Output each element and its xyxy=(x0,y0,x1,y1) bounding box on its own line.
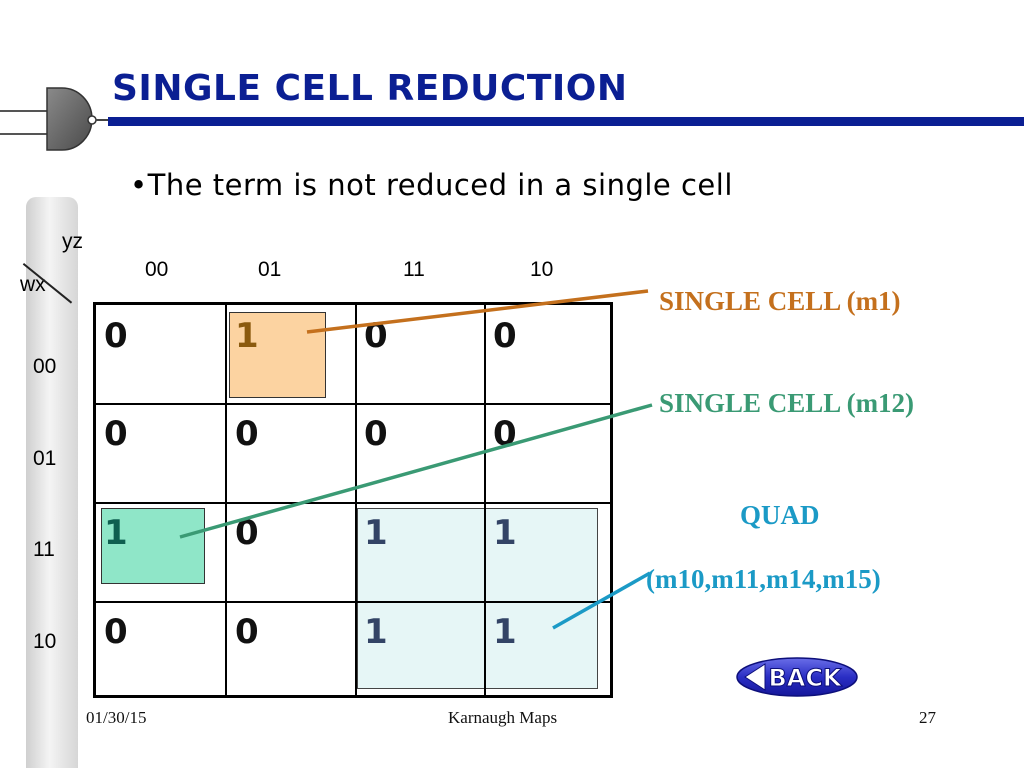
cell-r1-c3: 0 xyxy=(493,414,517,454)
title-underline xyxy=(108,117,1024,126)
cell-r1-c2: 0 xyxy=(364,414,388,454)
cell-r1-c0: 0 xyxy=(104,414,128,454)
footer-date: 01/30/15 xyxy=(86,708,147,727)
cell-r2-c2: 1 xyxy=(364,513,388,553)
col-label-11: 11 xyxy=(403,258,425,281)
annotation-quad-title: QUAD xyxy=(740,500,820,530)
back-button[interactable]: BACK xyxy=(735,656,859,698)
col-label-00: 00 xyxy=(145,258,169,281)
row-variable-label: wx xyxy=(20,273,46,296)
row-label-00: 00 xyxy=(33,355,57,378)
col-label-10: 10 xyxy=(530,258,554,281)
col-label-01: 01 xyxy=(258,258,282,281)
annotation-quad-terms: (m10,m11,m14,m15) xyxy=(646,564,881,594)
grid-line xyxy=(96,502,610,504)
cell-r0-c0: 0 xyxy=(104,316,128,356)
footer-page-number: 27 xyxy=(919,708,936,727)
back-button-label: BACK xyxy=(768,664,842,692)
column-variable-label: yz xyxy=(62,230,83,253)
cell-r0-c2: 0 xyxy=(364,316,388,356)
grid-line xyxy=(96,601,610,603)
cell-r3-c0: 0 xyxy=(104,612,128,652)
slide-title: SINGLE CELL REDUCTION xyxy=(112,68,628,109)
cell-r3-c3: 1 xyxy=(493,612,517,652)
cell-r0-c3: 0 xyxy=(493,316,517,356)
footer-topic: Karnaugh Maps xyxy=(448,708,558,727)
annotation-single-m12: SINGLE CELL (m12) xyxy=(659,388,915,418)
cell-r2-c1: 0 xyxy=(235,513,259,553)
cell-r3-c2: 1 xyxy=(364,612,388,652)
grid-line xyxy=(225,305,227,695)
row-label-10: 10 xyxy=(33,630,57,653)
bullet-point: •The term is not reduced in a single cel… xyxy=(130,168,733,202)
row-label-11: 11 xyxy=(33,538,55,561)
cell-r2-c0: 1 xyxy=(104,513,128,553)
cell-r1-c1: 0 xyxy=(235,414,259,454)
kmap-grid xyxy=(93,302,613,698)
annotation-single-m1: SINGLE CELL (m1) xyxy=(659,286,901,316)
grid-line xyxy=(484,305,486,695)
cell-r2-c3: 1 xyxy=(493,513,517,553)
grid-line xyxy=(355,305,357,695)
cell-r3-c1: 0 xyxy=(235,612,259,652)
grid-line xyxy=(96,403,610,405)
row-label-01: 01 xyxy=(33,447,57,470)
back-button-icon: BACK xyxy=(736,657,858,697)
side-decoration-bar xyxy=(26,197,78,768)
cell-r0-c1: 1 xyxy=(235,316,259,356)
